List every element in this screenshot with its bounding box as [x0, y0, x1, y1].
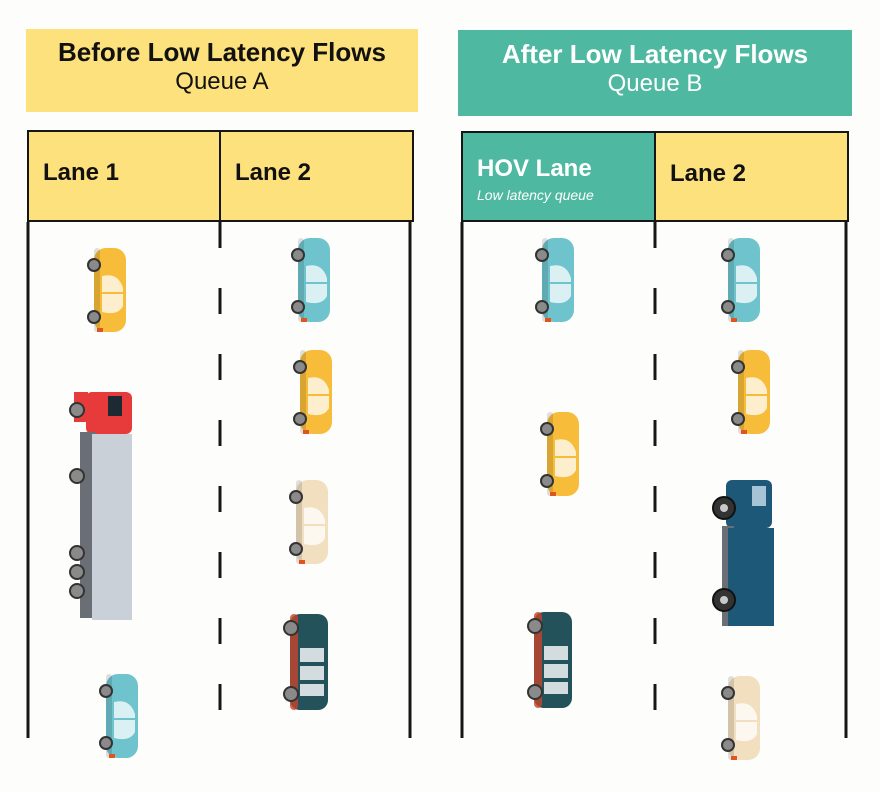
after-queue-label: Queue B — [607, 70, 703, 98]
after-hov-lane-sublabel: Low latency queue — [477, 187, 594, 203]
blue-car — [291, 237, 331, 323]
yellow-car — [731, 349, 771, 435]
yellow-car — [293, 349, 333, 435]
before-banner: Before Low Latency Flows Queue A — [26, 29, 418, 112]
after-lane2-label: Lane 2 — [670, 160, 747, 187]
blue-car — [535, 237, 575, 323]
cream-car — [721, 675, 761, 761]
navy-box-truck — [712, 480, 774, 626]
before-title: Before Low Latency Flows — [58, 37, 386, 67]
before-queue-label: Queue A — [175, 68, 269, 96]
after-hov-lane-header: HOV Lane Low latency queue — [461, 131, 657, 222]
before-lane1-header: Lane 1 — [27, 130, 222, 222]
after-lane2-header: Lane 2 — [654, 131, 849, 222]
after-banner: After Low Latency Flows Queue B — [458, 30, 852, 116]
after-hov-lane-label: HOV Lane — [477, 155, 592, 182]
dark-green-suv — [283, 613, 329, 711]
after-title: After Low Latency Flows — [501, 39, 809, 69]
red-semi-truck — [69, 392, 132, 620]
yellow-car — [540, 411, 580, 497]
blue-car — [99, 673, 139, 759]
road-lines — [26, 222, 848, 738]
yellow-car — [87, 247, 127, 333]
before-lane1-label: Lane 1 — [43, 159, 120, 186]
cream-car — [289, 479, 329, 565]
dark-green-suv — [527, 611, 573, 709]
blue-car — [721, 237, 761, 323]
before-lane2-label: Lane 2 — [235, 159, 312, 186]
before-lane2-header: Lane 2 — [219, 130, 414, 222]
